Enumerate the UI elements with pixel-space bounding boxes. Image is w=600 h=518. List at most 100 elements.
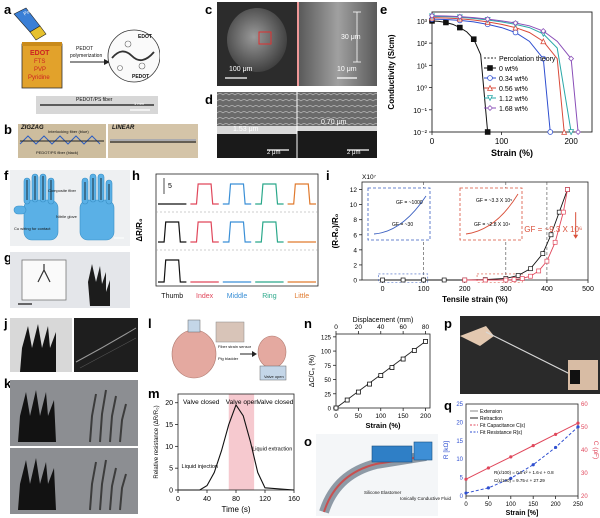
legend-marker: [486, 84, 494, 91]
x2-tick-label: 0: [334, 324, 338, 331]
y-left-tick-label: 15: [456, 439, 463, 445]
data-point: [503, 277, 509, 283]
sem-image-d: [217, 92, 377, 158]
finger-label: Thumb: [161, 293, 183, 300]
y-axis-label: ΔC/C₀ (%): [309, 355, 316, 387]
data-point: [554, 432, 558, 436]
fiber-label: PEDOT/PS fiber: [76, 97, 113, 103]
data-point: [486, 466, 490, 470]
bladder-label-pig: Pig bladder: [218, 356, 239, 361]
beaker-line-2: FTS: [34, 59, 46, 65]
x2-tick-label: 20: [355, 324, 363, 331]
data-point: [544, 258, 550, 264]
y-tick-label: 10⁻¹: [413, 108, 427, 115]
bladder-label-valve: Valve open: [264, 374, 284, 379]
x2-tick-label: 60: [400, 324, 408, 331]
x-tick-label: 0: [381, 286, 385, 293]
sem-d-scale-left: 2 μm: [267, 150, 281, 156]
x-tick-label: 120: [259, 496, 271, 503]
legend-item: 0 wt%: [499, 66, 518, 73]
panel-a: a Polymer Base EDOT FTS PVP Pyridine PE: [0, 0, 160, 118]
data-point: [561, 128, 568, 135]
data-point: [355, 389, 361, 395]
beaker-line-1: EDOT: [30, 50, 50, 57]
x-tick-label: 100: [418, 286, 430, 293]
fiber-scale: 1 mm: [134, 101, 144, 106]
data-point: [512, 20, 519, 27]
zigzag-note: Interlocking fiber (blue): [48, 129, 89, 134]
data-point: [441, 277, 447, 283]
y-tick-label: 25: [324, 392, 331, 398]
series-line: [178, 403, 295, 491]
data-point: [511, 277, 517, 282]
y-tick-label: 10⁻²: [413, 130, 427, 137]
equation: R(ε/100) = 0.8·ε² + 1.6·ε + 0.8: [494, 470, 554, 475]
series-line: [431, 18, 551, 133]
y-tick-label: 10²: [417, 41, 428, 48]
y-multiplier: X10⁷: [362, 174, 377, 181]
y-tick-label: 10¹: [417, 63, 428, 70]
annotation: Liquid injection: [182, 464, 218, 470]
data-point: [470, 36, 477, 42]
data-point: [519, 276, 525, 281]
glove-photo: [10, 170, 130, 246]
annotation: Liquid extraction: [252, 447, 292, 453]
y-right-tick-label: 40: [581, 448, 588, 454]
arrow-label-2: polymerization: [70, 53, 103, 59]
x-tick-label: 150: [528, 502, 539, 508]
data-point: [547, 129, 554, 135]
pedot-structure-circle: [107, 29, 160, 83]
y-left-tick-label: 20: [456, 420, 463, 426]
panel-b-images: [18, 124, 198, 158]
panel-c: c 100 μm 10 μm 30 μm: [205, 0, 377, 88]
data-point: [456, 13, 463, 20]
finger-trace: [190, 221, 219, 243]
x2-tick-label: 40: [377, 324, 385, 331]
panel-d: d 1.53 μm 0.70 μm 2 μm 2 μm: [205, 90, 377, 160]
y-right-tick-label: 60: [581, 402, 588, 408]
y-tick-label: 0: [169, 488, 173, 495]
finger-trace: [222, 221, 252, 243]
sem-d-thickness-left: 1.53 μm: [233, 126, 259, 133]
y-tick-label: 0: [328, 407, 332, 413]
sem-c-scale-right: 10 μm: [337, 66, 357, 73]
region-label: Valve open: [226, 399, 258, 406]
panel-label-e: e: [380, 2, 388, 17]
x-tick-label: 0: [430, 137, 435, 146]
inset-right-curve: [465, 193, 519, 235]
data-point: [443, 19, 449, 26]
data-point: [411, 348, 417, 353]
panel-label-l: l: [148, 316, 152, 331]
data-point: [531, 463, 535, 467]
inset-right-gf1: GF = ~3.3 X 10⁵: [476, 198, 512, 204]
panel-p: p: [442, 316, 600, 396]
data-point: [429, 12, 435, 19]
panel-label-j: j: [4, 316, 8, 331]
series-line: [431, 17, 565, 133]
panel-label-i: i: [326, 168, 330, 183]
panel-o: o Silicone Elastomer Ionically Conductiv…: [304, 434, 451, 518]
plot-frame: [155, 173, 319, 287]
legend-marker: [487, 65, 493, 71]
data-point: [576, 421, 580, 425]
finger-trace: [255, 183, 284, 205]
x-axis-label: Strain (%): [365, 421, 401, 430]
data-point: [556, 209, 562, 215]
data-point: [344, 397, 350, 403]
inset-left-frame: [367, 187, 431, 241]
data-point: [531, 444, 535, 448]
data-point: [484, 129, 491, 135]
y-tick-label: 15: [165, 422, 173, 429]
scale-label: 5: [168, 183, 172, 190]
x-axis-label: Strain (%): [491, 148, 533, 158]
data-point: [568, 55, 575, 62]
legend-marker: [487, 105, 493, 111]
y-left-axis-label: R [kΩ]: [443, 441, 450, 459]
x-tick-label: 100: [506, 502, 517, 508]
panel-g: g: [0, 250, 130, 310]
finger-trace: [255, 221, 284, 243]
y-right-tick-label: 50: [581, 425, 588, 431]
